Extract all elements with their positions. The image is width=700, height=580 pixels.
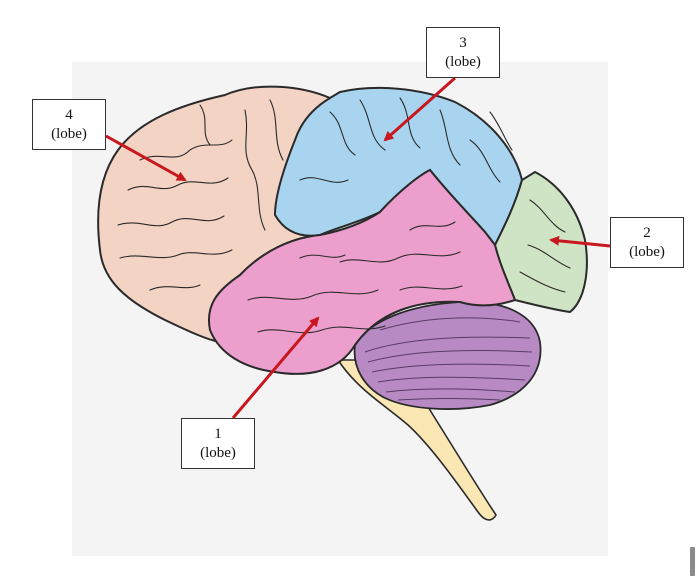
label-text-3: (lobe) — [445, 54, 481, 70]
label-number-1: 1 — [214, 426, 222, 442]
brain-folds — [117, 97, 571, 334]
cerebellum — [353, 300, 542, 410]
label-box-4: 4 (lobe) — [32, 99, 106, 150]
arrow-2 — [549, 235, 611, 248]
label-text-1: (lobe) — [200, 445, 236, 461]
label-text-2: (lobe) — [629, 244, 665, 260]
arrow-3 — [383, 76, 456, 142]
label-number-2: 2 — [643, 225, 651, 241]
label-box-2: 2 (lobe) — [610, 217, 684, 268]
label-text-4: (lobe) — [51, 126, 87, 142]
label-box-3: 3 (lobe) — [426, 27, 500, 78]
scrollbar-handle[interactable] — [690, 547, 695, 576]
label-number-4: 4 — [65, 107, 73, 123]
cerebellum-folds — [364, 317, 533, 401]
label-box-1: 1 (lobe) — [181, 418, 255, 469]
temporal-lobe — [207, 168, 517, 375]
arrow-4 — [105, 134, 187, 182]
arrow-1 — [231, 316, 320, 419]
occipital-lobe — [493, 170, 588, 314]
label-number-3: 3 — [459, 35, 467, 51]
